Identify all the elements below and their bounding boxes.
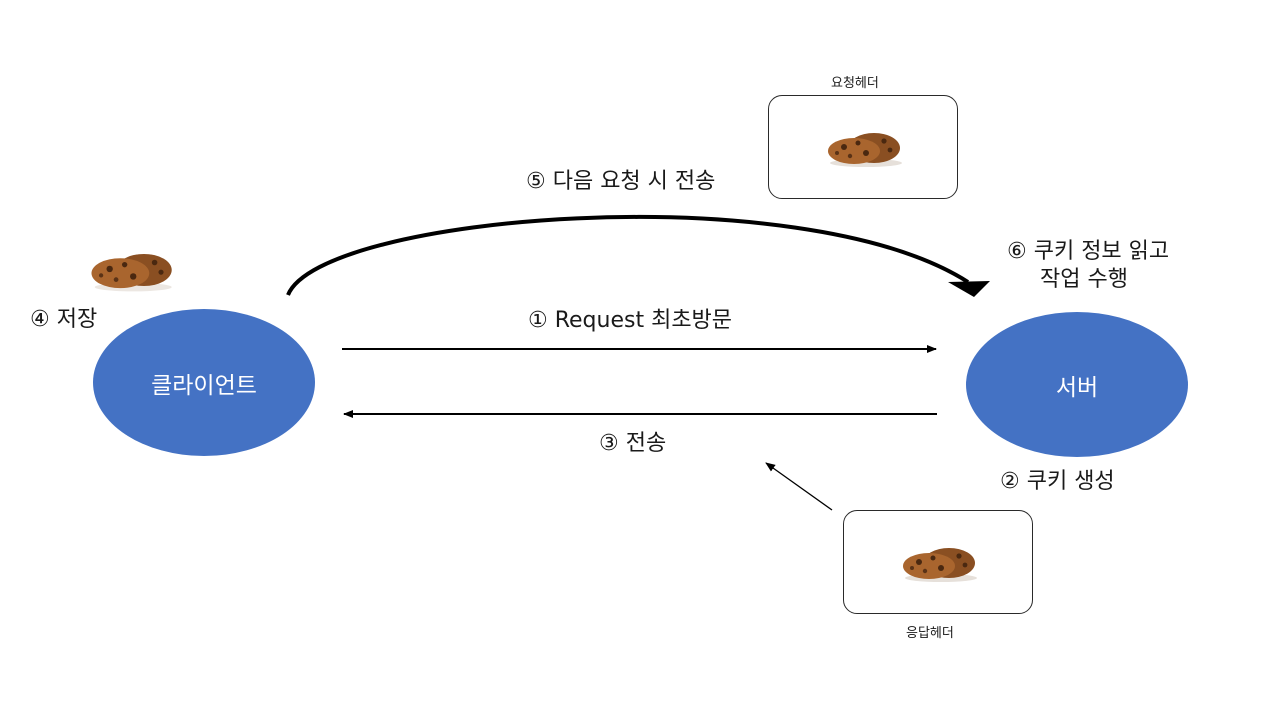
request-header-caption: 요청헤더 [831,76,879,91]
server-node-label: 서버 [1055,374,1099,401]
step-6-label-line1: ⑥ 쿠키 정보 읽고 [1007,239,1170,264]
cookie-icon [903,548,977,582]
request-header-box [768,95,958,199]
response-header-caption: 응답헤더 [906,626,954,641]
step-5-label: ⑤ 다음 요청 시 전송 [526,169,716,194]
step-2-label: ② 쿠키 생성 [1000,469,1115,494]
client-node-label: 클라이언트 [151,372,257,399]
stored-cookie-icon [91,253,172,292]
server-node: 서버 [966,312,1188,457]
client-node: 클라이언트 [93,309,315,456]
response-header-arrow [765,462,833,511]
next-request-curve-arrow [286,215,970,296]
cookie-icon [828,133,902,167]
next-request-arrowhead [948,281,990,297]
response-header-box [843,510,1033,614]
step-4-label: ④ 저장 [30,307,98,332]
step-1-label: ① Request 최초방문 [528,308,733,333]
step-3-label: ③ 전송 [599,431,667,456]
step-6-label-line2: 작업 수행 [1040,267,1128,292]
